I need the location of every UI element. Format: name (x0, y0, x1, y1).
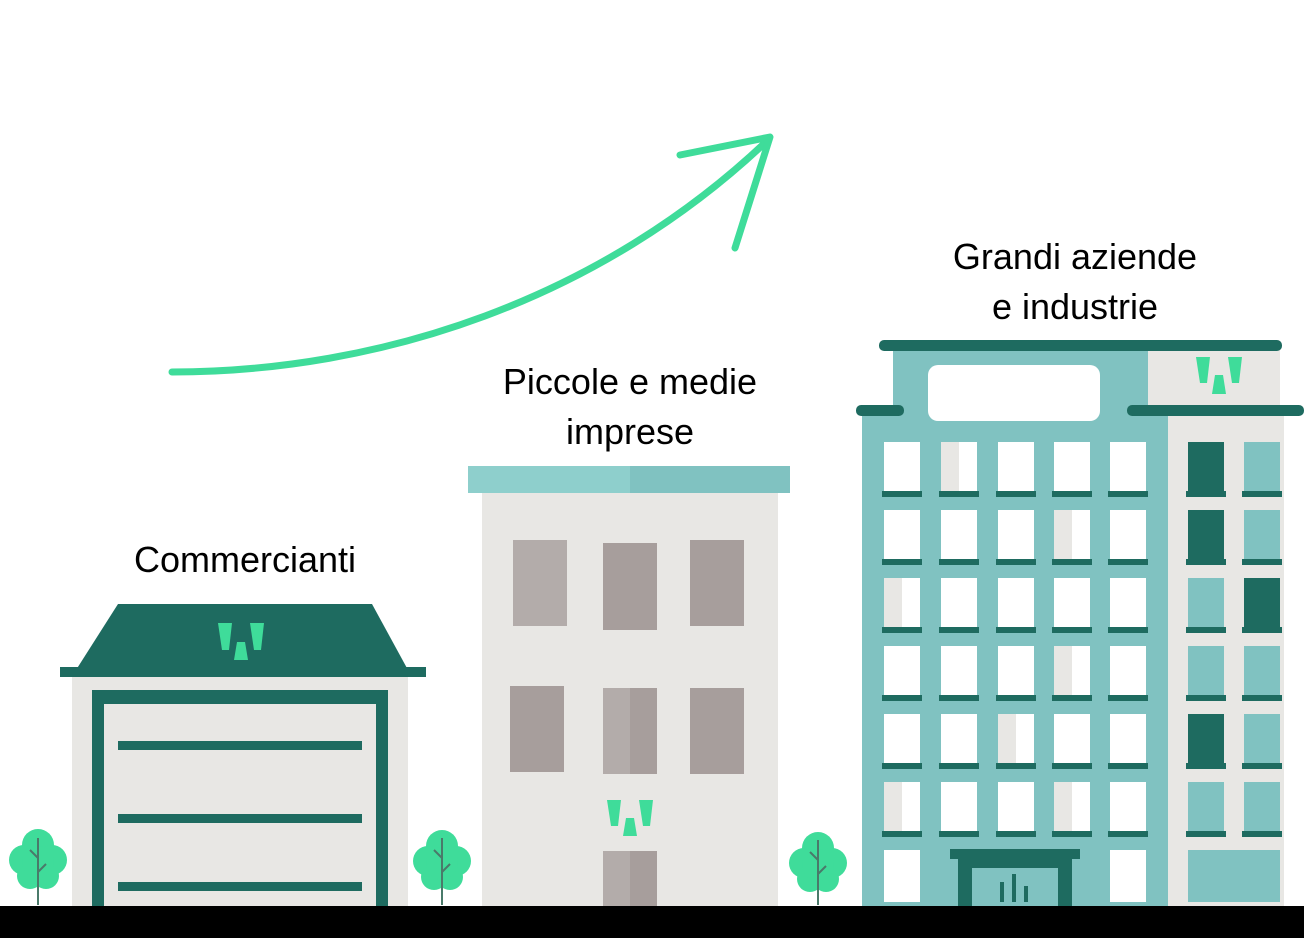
shutter-slat (118, 741, 362, 750)
label-grandi-aziende: Grandi aziende e industrie (890, 232, 1260, 332)
shop-building (60, 604, 426, 910)
signboard (928, 365, 1100, 421)
window (510, 686, 564, 772)
brand-logo-icon (607, 800, 653, 836)
label-piccole-medie-imprese: Piccole e medie imprese (440, 357, 820, 457)
window (690, 688, 744, 774)
window-grid (882, 442, 1148, 902)
tree-icon (789, 832, 847, 905)
label-commercianti: Commercianti (80, 535, 410, 585)
tower-windows (1186, 442, 1282, 902)
label-line: imprese (565, 411, 695, 452)
tree-icon (413, 830, 471, 905)
tree-icon (9, 829, 67, 905)
corporate-building (856, 340, 1304, 910)
corporate-entrance (950, 849, 1080, 910)
shutter-slat (118, 882, 362, 891)
window (690, 540, 744, 626)
label-line: e industrie (991, 286, 1159, 327)
brand-logo-icon (1196, 357, 1242, 394)
brand-logo-icon (218, 623, 264, 660)
shutter-slat (118, 814, 362, 823)
label-line: Grandi aziende (952, 236, 1198, 277)
growth-arrow-icon (168, 133, 774, 376)
window (603, 543, 657, 630)
ground (0, 906, 1304, 938)
label-line: Piccole e medie (502, 361, 758, 402)
window (513, 540, 567, 626)
label-line: Commercianti (133, 539, 357, 580)
office-building (468, 466, 790, 910)
